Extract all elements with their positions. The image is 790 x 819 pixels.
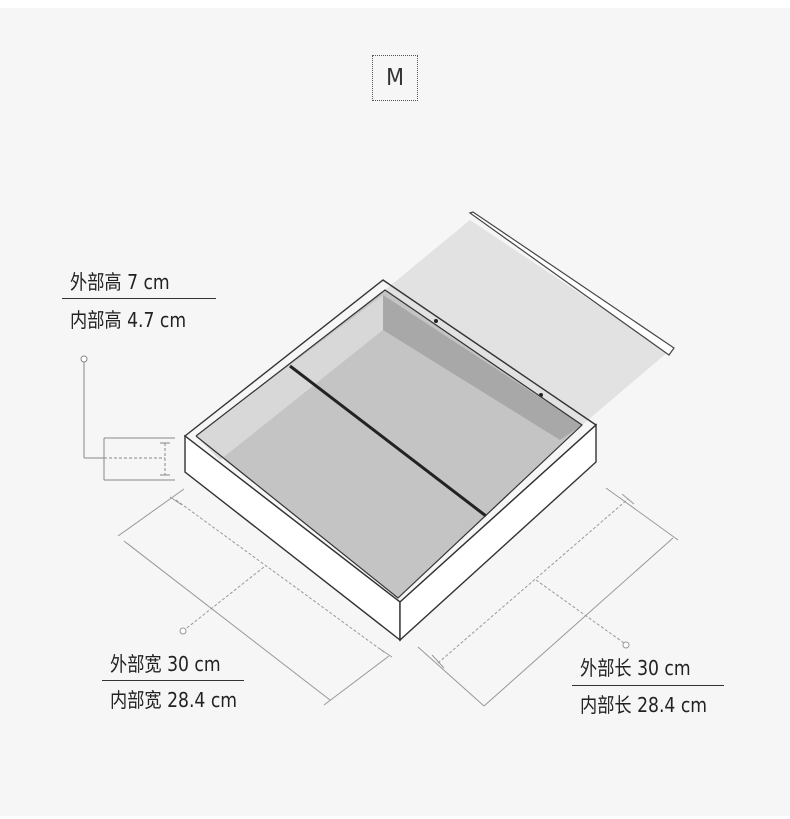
- inner-height-label: 内部高 4.7 cm: [70, 308, 187, 332]
- width-dimension-marker: [117, 488, 393, 706]
- height-dimension-marker: [80, 355, 175, 481]
- box-lid: [385, 220, 668, 425]
- length-label-divider: [572, 685, 724, 686]
- box-front-right-wall: [399, 423, 597, 642]
- lid-edge: [468, 211, 675, 356]
- size-badge: M: [372, 55, 418, 101]
- inner-width-label: 内部宽 28.4 cm: [110, 688, 238, 712]
- height-label-divider: [62, 298, 216, 299]
- outer-length-label: 外部长 30 cm: [580, 656, 691, 680]
- box-inner-back-wall: [383, 295, 582, 440]
- box-rim-inner: [195, 289, 583, 599]
- box-divider: [289, 364, 487, 518]
- outer-width-label: 外部宽 30 cm: [110, 652, 221, 676]
- inner-length-label: 内部长 28.4 cm: [580, 693, 708, 717]
- hinge-dot-1: [434, 319, 438, 323]
- outer-height-label: 外部高 7 cm: [70, 270, 170, 294]
- box-inner-left-wall: [196, 295, 383, 460]
- width-label-divider: [102, 680, 244, 681]
- length-dimension-marker: [417, 487, 679, 707]
